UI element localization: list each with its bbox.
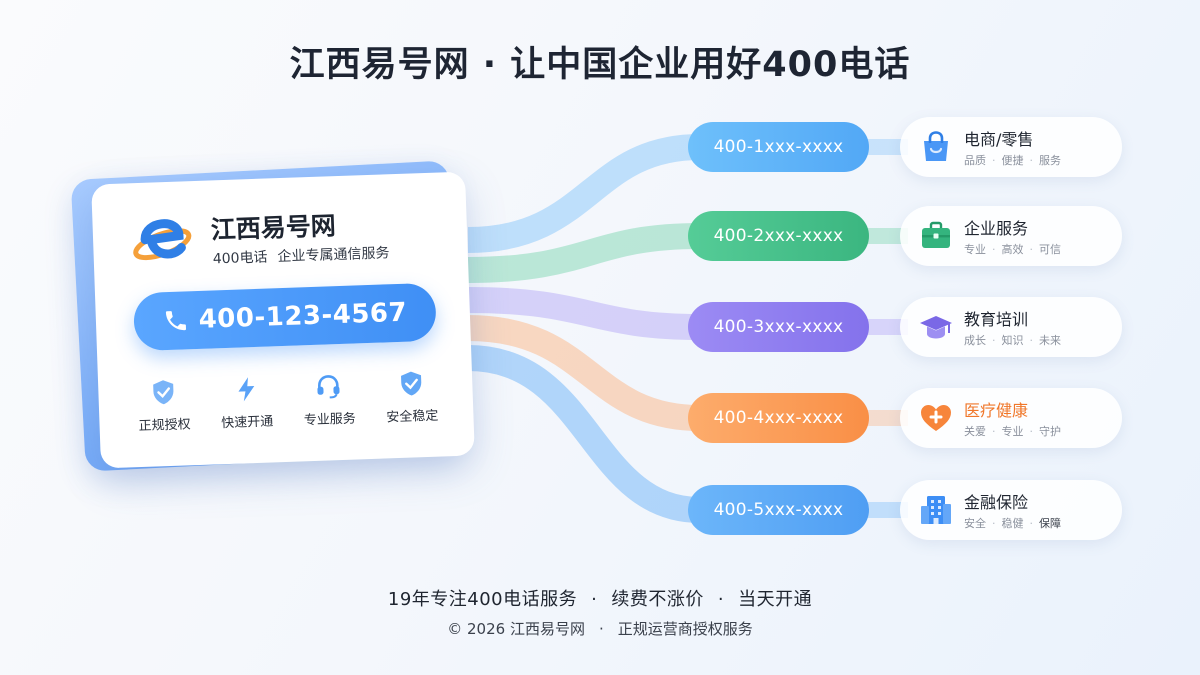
flow-ribbon-2: [467, 223, 701, 283]
flow-ribbon-5: [467, 345, 701, 523]
industry-title: 金融保险: [964, 493, 1029, 512]
shield-check-icon: [153, 380, 174, 405]
industry-title: 电商/零售: [964, 130, 1034, 149]
flow-ribbon-3: [467, 287, 701, 340]
flow-ribbon-1: [467, 134, 701, 253]
connector-3: [864, 319, 908, 335]
industry-tag: 关爱: [964, 425, 986, 438]
shield-check-icon: [400, 371, 422, 396]
industry-card-retail[interactable]: 电商/零售 品质 · 便捷 · 服务: [900, 117, 1122, 177]
copyright-text: © 2026 江西易号网: [447, 620, 585, 638]
industry-tag: 品质: [964, 154, 986, 167]
tag-separator: ·: [1029, 154, 1034, 167]
footer-item: 19年专注400电话服务: [387, 589, 578, 610]
industry-tag: 稳健: [1001, 517, 1024, 530]
feature-label: 快速开通: [220, 414, 274, 432]
tag-separator: ·: [1029, 517, 1034, 530]
tag-separator: ·: [992, 243, 996, 256]
feature-item: 快速开通: [205, 374, 289, 432]
brand-subtitle: 400电话企业专属通信服务: [212, 242, 390, 268]
feature-item: 正规授权: [122, 377, 206, 435]
briefcase-icon: [922, 221, 950, 248]
shopping-bag-icon: [924, 131, 948, 161]
tag-separator: ·: [1029, 243, 1034, 256]
heart-medical-icon: [921, 405, 951, 431]
tag-separator: ·: [992, 154, 996, 167]
industry-card-finance[interactable]: 金融保险 安全 · 稳健 · 保障: [900, 480, 1122, 540]
connector-5: [864, 502, 908, 518]
feature-label: 正规授权: [138, 417, 191, 435]
industry-tag: 成长: [964, 334, 986, 347]
page-title: 江西易号网 · 让中国企业用好400电话: [289, 45, 911, 85]
feature-item: 安全稳定: [370, 368, 454, 426]
industry-tags: 品质 · 便捷 · 服务: [964, 152, 1061, 168]
number-pill-2[interactable]: 400-2xxx-xxxx: [688, 211, 869, 261]
footer-item: 续费不涨价: [611, 589, 704, 610]
tag-separator: ·: [992, 334, 996, 347]
industry-tag: 高效: [1001, 243, 1024, 256]
industry-tag: 守护: [1039, 425, 1061, 438]
brand-sub-right: 企业专属通信服务: [277, 245, 390, 266]
tag-separator: ·: [992, 517, 996, 530]
flow-ribbon-4: [467, 315, 701, 431]
footer-separator: ·: [598, 620, 604, 638]
industry-card-enterprise[interactable]: 企业服务 专业 · 高效 · 可信: [900, 206, 1122, 266]
industry-tag: 未来: [1039, 334, 1061, 347]
feature-label: 专业服务: [303, 411, 357, 429]
footer-separator: ·: [591, 589, 598, 610]
industry-tag: 专业: [964, 243, 986, 256]
industry-title: 医疗健康: [964, 401, 1029, 420]
feature-item: 专业服务: [287, 371, 371, 429]
brand-card: 江西易号网 400电话企业专属通信服务 400-123-4567 正规授权 快速…: [91, 171, 475, 469]
industry-tags: 关爱 · 专业 · 守护: [964, 423, 1061, 439]
footer-copyright: © 2026 江西易号网 · 正规运营商授权服务: [0, 618, 1200, 639]
industry-tag: 知识: [1001, 334, 1024, 347]
brand-sub-left: 400电话: [212, 249, 268, 268]
license-text: 正规运营商授权服务: [617, 620, 753, 638]
industry-title: 企业服务: [964, 219, 1029, 238]
industry-tag: 安全: [964, 517, 986, 530]
e-logo-icon: [133, 219, 192, 261]
footer-tagline: 19年专注400电话服务 · 续费不涨价 · 当天开通: [0, 585, 1200, 611]
number-pill-3[interactable]: 400-3xxx-xxxx: [688, 302, 869, 352]
feature-list: 正规授权 快速开通 专业服务 安全稳定: [122, 368, 454, 434]
connector-2: [864, 228, 908, 244]
connector-4: [864, 410, 908, 426]
lightning-icon: [238, 377, 254, 402]
connector-1: [864, 139, 908, 155]
industry-tag: 便捷: [1001, 154, 1024, 167]
feature-label: 安全稳定: [386, 408, 439, 426]
industry-tags: 专业 · 高效 · 可信: [964, 241, 1061, 257]
brand-name: 江西易号网: [210, 211, 337, 245]
phone-icon: [165, 311, 186, 331]
number-pill-4[interactable]: 400-4xxx-xxxx: [688, 393, 869, 443]
industry-tag: 保障: [1039, 517, 1061, 530]
industry-tag: 服务: [1039, 154, 1061, 167]
industry-card-medical[interactable]: 医疗健康 关爱 · 专业 · 守护: [900, 388, 1122, 448]
industry-tags: 成长 · 知识 · 未来: [964, 332, 1061, 348]
tag-separator: ·: [1029, 425, 1034, 438]
graduation-cap-icon: [920, 316, 952, 339]
industry-card-education[interactable]: 教育培训 成长 · 知识 · 未来: [900, 297, 1122, 357]
industry-tags: 安全 · 稳健 · 保障: [964, 515, 1061, 531]
industry-title: 教育培训: [964, 310, 1029, 329]
number-pill-1[interactable]: 400-1xxx-xxxx: [688, 122, 869, 172]
industry-tag: 专业: [1001, 425, 1024, 438]
footer-separator: ·: [717, 589, 725, 610]
phone-number: 400-123-4567: [198, 297, 408, 335]
tag-separator: ·: [1029, 334, 1034, 347]
industry-tag: 可信: [1039, 243, 1061, 256]
headset-icon: [317, 375, 340, 399]
number-pill-5[interactable]: 400-5xxx-xxxx: [688, 485, 869, 535]
call-button[interactable]: 400-123-4567: [132, 282, 437, 352]
tag-separator: ·: [992, 425, 996, 438]
building-icon: [921, 496, 951, 524]
footer-item: 当天开通: [738, 589, 813, 610]
